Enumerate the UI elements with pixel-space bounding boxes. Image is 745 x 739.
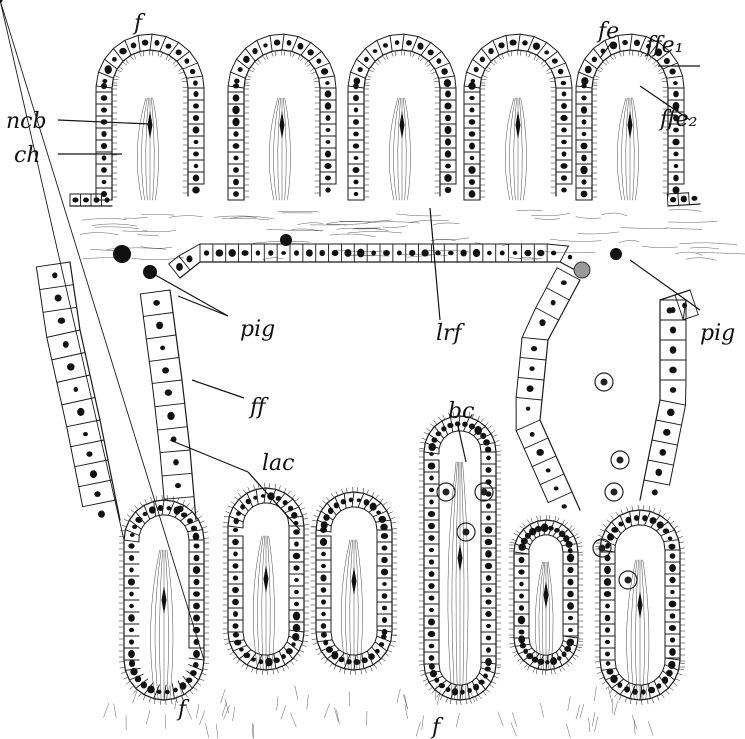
lower-villus — [419, 411, 501, 705]
lower-villus — [0, 0, 209, 705]
label-f-bottom-mid: f — [430, 715, 444, 739]
label-ff: ff — [248, 395, 269, 420]
upper-villus — [464, 34, 572, 200]
lower-villus — [223, 483, 309, 675]
leader-lines — [58, 42, 700, 530]
upper-villus — [348, 34, 456, 200]
label-ch: ch — [14, 143, 41, 168]
pigment-cell — [610, 248, 622, 260]
pigment-cell — [113, 245, 131, 263]
upper-base — [70, 193, 700, 206]
epithelial-bridge — [169, 244, 575, 278]
label-lrf: lrf — [436, 321, 466, 346]
label-fe: fe — [596, 19, 619, 44]
lower-villus — [311, 487, 397, 675]
label-pig-left: pig — [240, 317, 275, 342]
special-cells — [113, 234, 637, 589]
label-lac: lac — [262, 451, 294, 476]
label-ffe2: ffe₂ — [658, 107, 697, 132]
figure-labels: f fe ffe₁ ffe₂ ncb ch lrf pig pig ff bc … — [6, 11, 735, 739]
upper-villi-row — [70, 34, 700, 206]
lower-villi-row — [0, 0, 685, 705]
label-ffe1: ffe₁ — [644, 33, 683, 58]
upper-villus — [228, 34, 336, 200]
left-crypt — [36, 262, 196, 520]
upper-villus — [96, 34, 204, 200]
label-f-bottom-left: f — [176, 697, 190, 722]
label-f-top: f — [132, 11, 146, 36]
label-pig-right: pig — [700, 321, 735, 346]
label-ncb: ncb — [6, 109, 47, 134]
right-crypt — [516, 268, 698, 510]
label-bc: bc — [448, 399, 474, 424]
lower-villus — [509, 515, 583, 675]
crypt-walls — [36, 262, 698, 520]
pigment-cell — [280, 234, 292, 246]
lower-villus — [595, 505, 685, 705]
